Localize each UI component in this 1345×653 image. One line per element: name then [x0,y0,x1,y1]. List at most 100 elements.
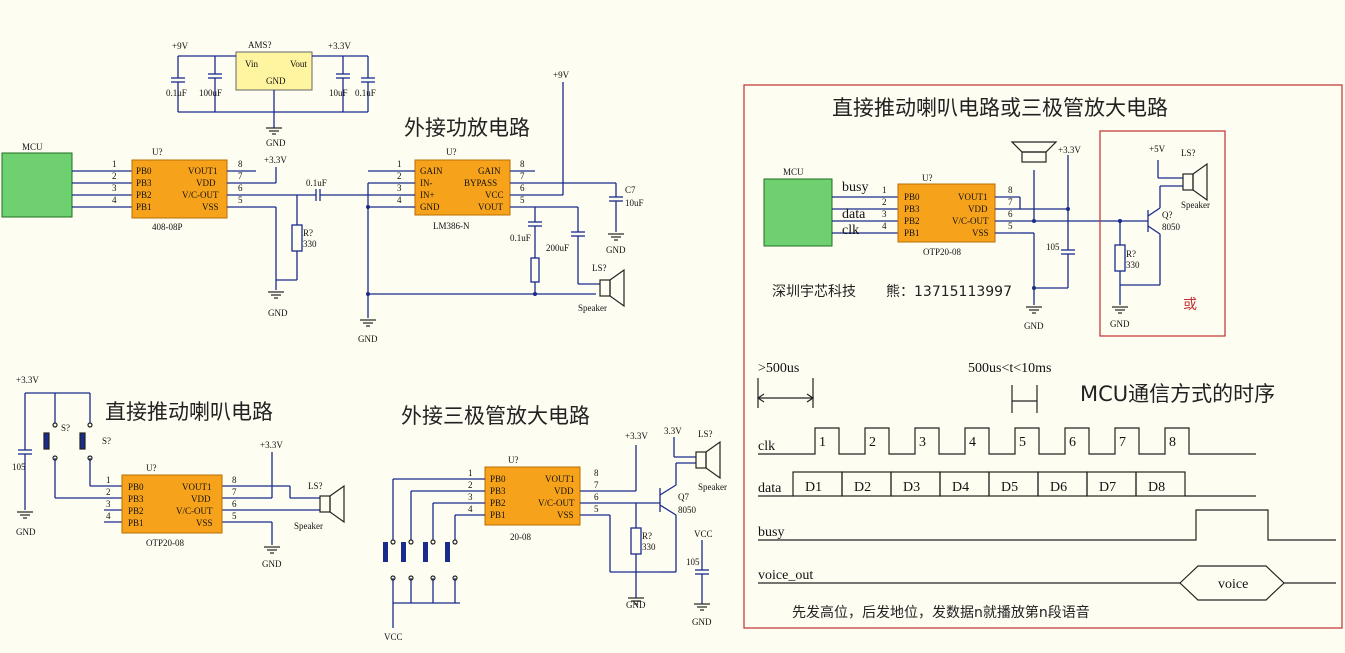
svg-text:2: 2 [112,171,117,181]
svg-text:Q?: Q? [1162,210,1173,220]
svg-text:6: 6 [520,183,525,193]
svg-text:GND: GND [358,334,378,344]
svg-text:105: 105 [12,462,26,472]
svg-text:2: 2 [106,487,111,497]
svg-text:PB0: PB0 [490,474,506,484]
svg-text:IN-: IN- [420,178,433,188]
svg-text:VCC: VCC [694,529,713,539]
svg-text:5: 5 [520,195,525,205]
svg-text:6: 6 [594,492,599,502]
svg-text:7: 7 [232,487,237,497]
data-bit-label: D1 [805,480,822,495]
svg-text:V/C-OUT: V/C-OUT [176,506,213,516]
svg-text:PB3: PB3 [904,204,920,214]
svg-text:105: 105 [1046,242,1060,252]
data-bit-label: D6 [1050,480,1067,495]
svg-text:LM386-N: LM386-N [433,221,470,231]
clk-number: 5 [1019,435,1026,450]
svg-text:U?: U? [146,463,157,473]
clk-number: 8 [1169,435,1176,450]
svg-text:2: 2 [468,480,473,490]
svg-text:VOUT1: VOUT1 [182,482,212,492]
right-panel-border [743,84,1343,629]
svg-text:PB1: PB1 [136,202,152,212]
timing-t2: 500us<t<10ms [968,361,1051,376]
svg-text:OTP20-08: OTP20-08 [146,538,184,548]
svg-text:+3.3V: +3.3V [625,431,648,441]
svg-text:+9V: +9V [553,70,570,80]
svg-text:2: 2 [397,171,402,181]
svg-text:GND: GND [1024,321,1044,331]
chip-2008: U? PB0 PB3 PB2 PB1 VOUT1 VDD V/C-OUT VSS… [468,455,599,542]
svg-text:GND: GND [1110,319,1130,329]
svg-text:+3.3V: +3.3V [264,155,287,165]
svg-text:20-08: 20-08 [510,532,531,542]
svg-text:Q7: Q7 [678,492,689,502]
title-transistor: 外接三极管放大电路 [401,404,590,428]
svg-text:GND: GND [420,202,440,212]
svg-text:GAIN: GAIN [478,166,501,176]
title-panel: 直接推动喇叭电路或三极管放大电路 [832,96,1168,120]
data-bit-cell [1135,471,1186,497]
svg-text:PB1: PB1 [904,228,920,238]
speaker-icon [599,268,625,308]
svg-text:VDD: VDD [554,486,574,496]
svg-text:VSS: VSS [557,510,574,520]
data-bit-label: D7 [1099,480,1116,495]
svg-text:7: 7 [238,171,243,181]
svg-text:PB1: PB1 [128,518,144,528]
svg-text:PB2: PB2 [128,506,144,516]
svg-text:8: 8 [520,159,525,169]
reg-gnd-text: GND [266,138,286,148]
title-timing: MCU通信方式的时序 [1080,382,1275,406]
svg-text:GND: GND [626,600,646,610]
mcu-block-2: MCU [763,167,833,247]
svg-text:VOUT1: VOUT1 [545,474,575,484]
svg-text:330: 330 [1126,260,1140,270]
data-bit-label: D4 [952,480,969,495]
svg-text:7: 7 [520,171,525,181]
svg-text:V/C-OUT: V/C-OUT [538,498,575,508]
svg-text:VDD: VDD [968,204,988,214]
svg-text:PB2: PB2 [136,190,152,200]
svg-text:1: 1 [112,159,117,169]
mcu-label-1: MCU [22,142,43,152]
contact-info: 熊：13715113997 [886,284,1012,300]
svg-text:LS?: LS? [1181,148,1196,158]
chip-lm386: U? GAIN IN- IN+ GND GAIN BYPASS VCC VOUT… [397,147,525,231]
clk-number: 1 [819,435,826,450]
svg-text:VOUT1: VOUT1 [958,192,988,202]
voice-out-label: voice_out [758,568,813,583]
title-direct: 直接推动喇叭电路 [105,400,273,424]
svg-text:105: 105 [686,557,700,567]
c100-a: 100uF [199,88,222,98]
svg-text:PB0: PB0 [128,482,144,492]
svg-text:1: 1 [468,468,473,478]
clk-number: 2 [869,435,876,450]
svg-text:8050: 8050 [678,505,697,515]
svg-text:8: 8 [1008,185,1013,195]
clk-number: 3 [919,435,926,450]
svg-text:8: 8 [594,468,599,478]
svg-text:VOUT: VOUT [478,202,503,212]
busy-label: busy [758,525,784,540]
svg-text:C7: C7 [625,185,636,195]
svg-text:6: 6 [238,183,243,193]
svg-text:GND: GND [262,559,282,569]
svg-text:4: 4 [882,221,887,231]
svg-text:VDD: VDD [191,494,211,504]
chip-otp-b: U? PB0 PB3 PB2 PB1 VOUT1 VDD V/C-OUT VSS… [882,173,1013,257]
svg-text:3.3V: 3.3V [664,426,682,436]
svg-text:Speaker: Speaker [698,482,727,492]
company-name: 深圳宇芯科技 [772,284,856,300]
c10-a: 10uF [329,88,348,98]
svg-text:2: 2 [882,197,887,207]
chip-408-name: 408-08P [152,222,183,232]
busy-wave [758,509,1336,541]
svg-text:4: 4 [106,511,111,521]
speaker-icon [1182,162,1208,202]
svg-text:R?: R? [303,228,313,238]
ams-label: AMS? [248,40,272,50]
